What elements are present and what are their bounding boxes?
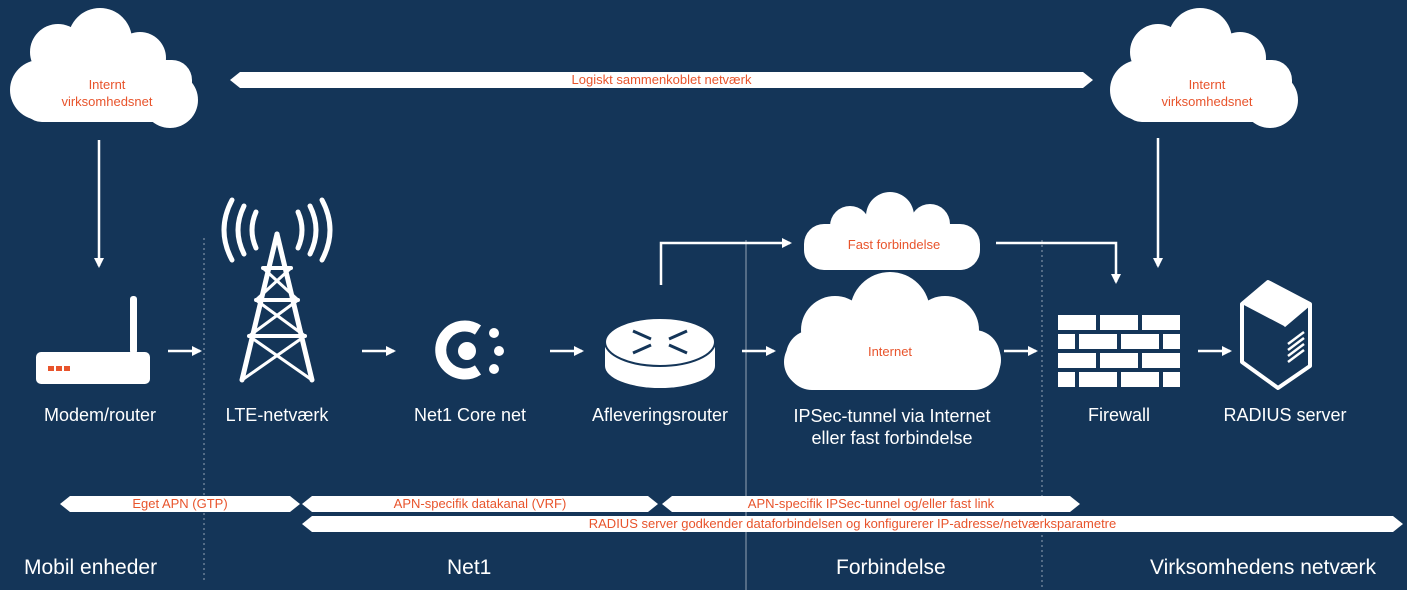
node-label-core: Net1 Core net bbox=[413, 405, 527, 425]
node-label-firewall: Firewall bbox=[1087, 405, 1150, 425]
logical-network-label: Logiskt sammenkoblet netværk bbox=[571, 72, 752, 87]
bar-ipsec-label: APN-specifik IPSec-tunnel og/eller fast … bbox=[747, 496, 995, 511]
cloud-left-label: Internt virksomhedsnet bbox=[61, 77, 153, 109]
internet-cloud-icon bbox=[784, 272, 1001, 390]
logical-network-bar bbox=[230, 72, 1093, 88]
cloud-right-label: Internt virksomhedsnet bbox=[1161, 77, 1253, 109]
zone-mobile: Mobil enheder bbox=[24, 556, 158, 579]
node-label-router: Afleveringsrouter bbox=[591, 405, 729, 425]
cloud-fixed-icon bbox=[804, 192, 980, 270]
cell-tower-icon bbox=[221, 197, 333, 383]
router-icon bbox=[604, 317, 716, 388]
node-label-modem: Modem/router bbox=[43, 405, 157, 425]
node-label-tunnel: IPSec-tunnel via Internet eller fast for… bbox=[793, 406, 991, 448]
node-label-lte: LTE-netværk bbox=[225, 405, 329, 425]
cloud-fixed-label: Fast forbindelse bbox=[847, 237, 941, 252]
bar-gtp bbox=[60, 496, 300, 512]
bar-radius bbox=[302, 516, 1403, 532]
arrow-fixed-to-firewall bbox=[996, 241, 1121, 284]
modem-router-icon bbox=[36, 296, 150, 384]
bar-ipsec bbox=[662, 496, 1080, 512]
core-net-icon bbox=[435, 320, 504, 380]
bar-gtp-label: Eget APN (GTP) bbox=[132, 496, 228, 511]
bar-vrf bbox=[302, 496, 658, 512]
firewall-icon bbox=[1058, 315, 1180, 387]
zone-net1: Net1 bbox=[447, 556, 492, 579]
server-icon bbox=[1240, 280, 1312, 390]
cloud-left-icon bbox=[10, 8, 198, 128]
cloud-right-icon bbox=[1110, 8, 1298, 128]
arrow-router-to-fixed bbox=[659, 238, 792, 285]
bar-vrf-label: APN-specifik datakanal (VRF) bbox=[393, 496, 567, 511]
node-label-radius: RADIUS server bbox=[1223, 405, 1347, 425]
zone-enterprise: Virksomhedens netværk bbox=[1150, 556, 1377, 579]
bar-radius-label: RADIUS server godkender dataforbindelsen… bbox=[588, 516, 1117, 531]
internet-cloud-label: Internet bbox=[867, 344, 913, 359]
zone-connection: Forbindelse bbox=[836, 556, 946, 579]
